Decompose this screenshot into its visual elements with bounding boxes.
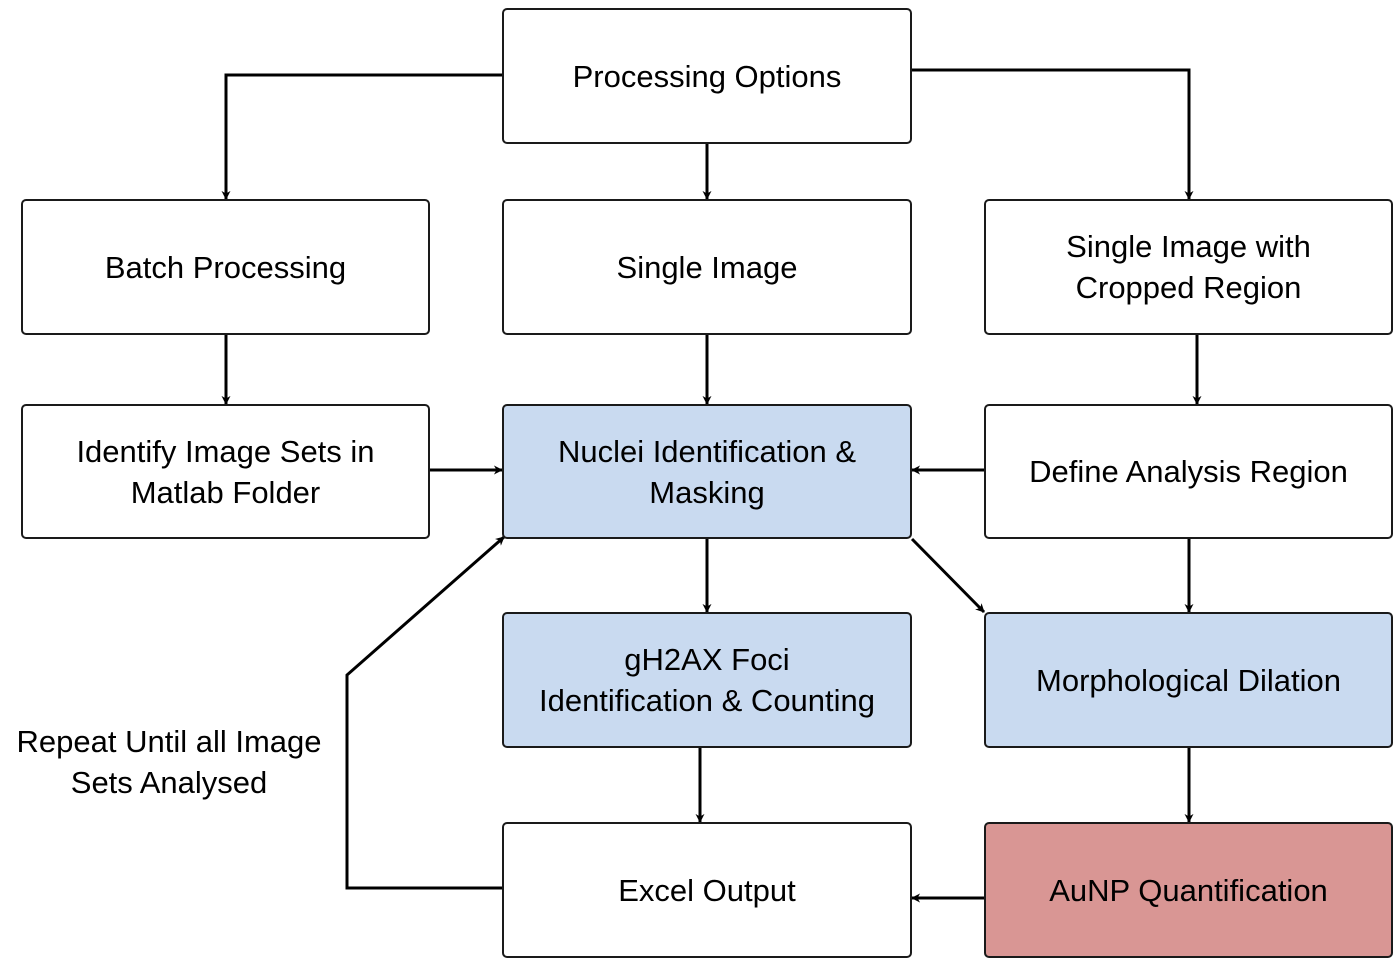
- gh2ax-foci-counting-box: gH2AX Foci Identification & Counting: [502, 612, 912, 748]
- arrow-excel-loop-to-nuclei: [345, 535, 505, 890]
- single-image-cropped-region-box: Single Image with Cropped Region: [984, 199, 1393, 335]
- arrow-options-to-cropped: [912, 68, 1194, 200]
- morphological-dilation-box: Morphological Dilation: [984, 612, 1393, 748]
- processing-options-box: Processing Options: [502, 8, 912, 144]
- batch-processing-box: Batch Processing: [21, 199, 430, 335]
- arrow-options-to-batch: [221, 73, 502, 200]
- identify-image-sets-box: Identify Image Sets in Matlab Folder: [21, 404, 430, 539]
- define-analysis-region-box: Define Analysis Region: [984, 404, 1393, 539]
- single-image-box: Single Image: [502, 199, 912, 335]
- nuclei-identification-masking-box: Nuclei Identification & Masking: [502, 404, 912, 539]
- loop-repeat-label: Repeat Until all Image Sets Analysed: [16, 724, 322, 800]
- aunp-quantification-box: AuNP Quantification: [984, 822, 1393, 958]
- excel-output-box: Excel Output: [502, 822, 912, 958]
- arrow-nuclei-to-dilation: [910, 537, 986, 614]
